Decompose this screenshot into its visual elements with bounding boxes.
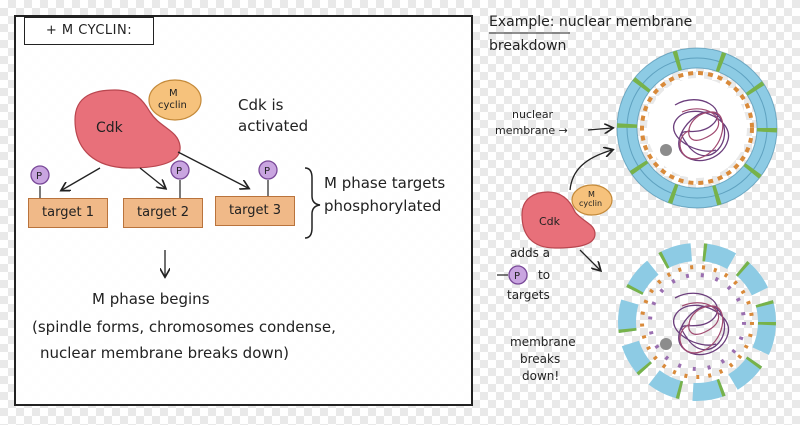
adds-text: adds a: [510, 246, 551, 260]
brace-text-line1: M phase targets: [324, 174, 446, 192]
phosphate-right-text: P: [514, 271, 520, 282]
phosphate-3-text: P: [264, 166, 270, 177]
adds-to: to: [538, 268, 551, 282]
arrow-to-target2: [139, 167, 165, 188]
cdk-shape: [74, 89, 181, 169]
cyclin-right-text-2: cyclin: [579, 199, 602, 208]
membrane-label-1: nuclear: [512, 108, 554, 121]
membrane-arrow: [587, 128, 612, 130]
phosphate-right: P: [497, 265, 528, 285]
cyclin-text-2: cyclin: [158, 100, 187, 111]
cdk-activated-line1: Cdk is: [238, 96, 284, 114]
target-3: target 3: [215, 196, 295, 226]
phosphate-1: P: [30, 165, 50, 198]
cdk-shape-right: [521, 191, 596, 249]
nucleus-broken: [618, 243, 776, 401]
example-title-line2: breakdown: [489, 38, 567, 54]
phosphate-2-text: P: [176, 166, 182, 177]
breaks-text-2: breaks: [520, 352, 561, 366]
breaks-text-3: down!: [522, 369, 560, 383]
example-title-line1: Example: nuclear membrane: [489, 14, 693, 30]
cyclin-right-text-1: M: [588, 190, 595, 199]
cdk-text: Cdk: [96, 120, 124, 136]
cyclin-shape-right: [571, 184, 613, 216]
brace: [304, 167, 321, 239]
phosphate-2: P: [170, 160, 190, 198]
phosphate-1-text: P: [36, 171, 42, 182]
arrow-to-target1: [62, 167, 101, 190]
cdk-activated-line2: activated: [238, 117, 309, 135]
cdk-right-text: Cdk: [539, 215, 561, 228]
membrane-label-2: membrane →: [495, 124, 568, 137]
cyclin-shape: [148, 79, 202, 121]
nucleus-intact: [616, 47, 778, 209]
arrow-to-target3: [177, 151, 248, 188]
breaks-text-1: membrane: [510, 335, 576, 349]
arrow-to-bottom-nucleus: [579, 249, 600, 270]
target-1: target 1: [28, 198, 108, 228]
brace-text-line2: phosphorylated: [324, 197, 442, 215]
m-phase-detail-2: nuclear membrane breaks down): [40, 344, 289, 362]
adds-targets: targets: [507, 288, 550, 302]
arrow-to-top-nucleus: [569, 150, 612, 191]
header-box: + M CYCLIN:: [24, 17, 154, 45]
target-2: target 2: [123, 198, 203, 228]
phosphate-3: P: [258, 160, 278, 198]
m-phase-detail-1: (spindle forms, chromosomes condense,: [32, 318, 336, 336]
m-phase-begins: M phase begins: [92, 290, 210, 308]
cyclin-text-1: M: [169, 88, 178, 99]
